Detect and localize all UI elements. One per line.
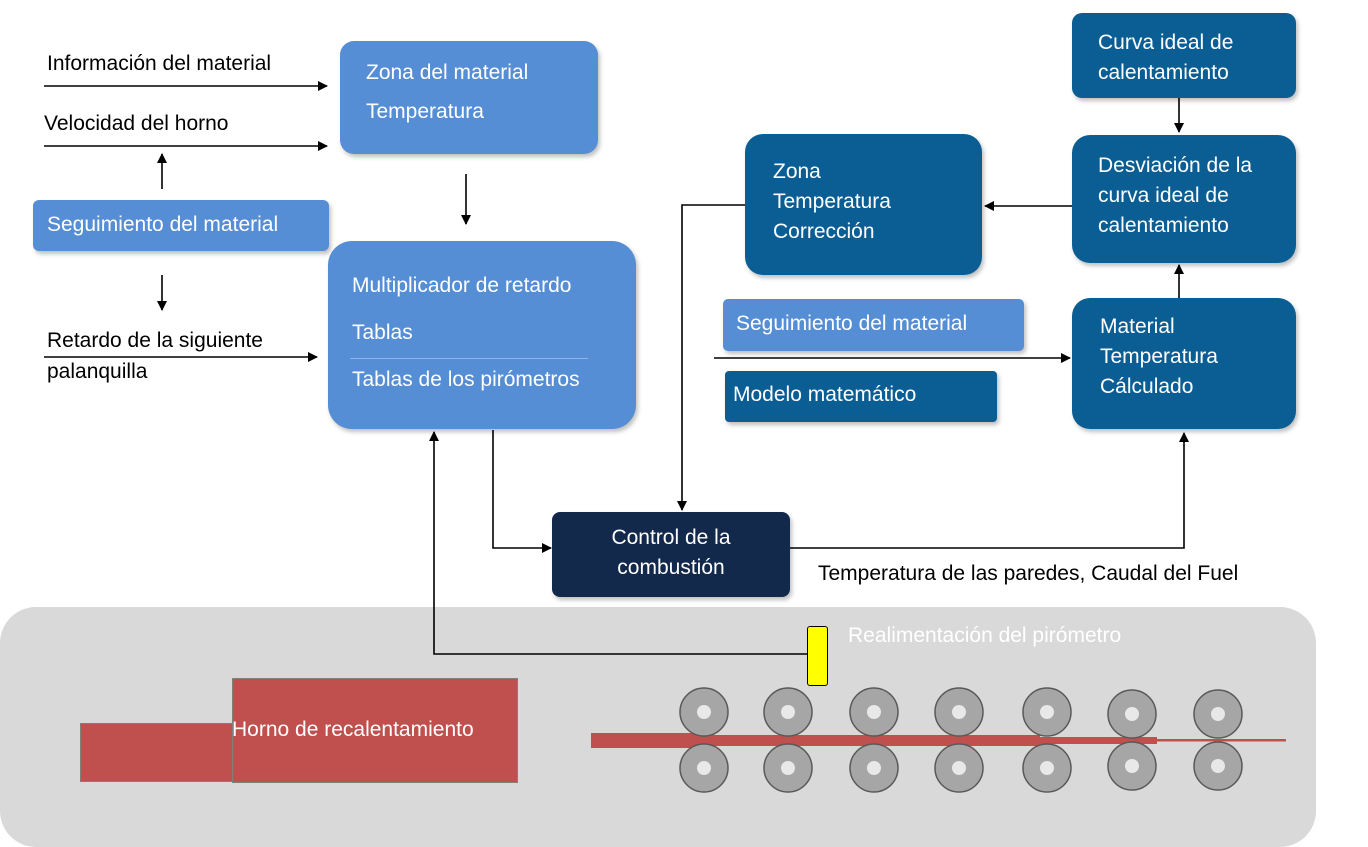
math-model-label: Modelo matemático	[733, 383, 917, 406]
combustion-line1: Control de la	[611, 526, 731, 549]
pyrometer-sensor	[807, 626, 828, 686]
ideal-curve-deviation-box: Desviación de la curva ideal de calentam…	[1072, 135, 1296, 263]
material-tracking-box-right: Seguimiento del material	[723, 299, 1024, 351]
material-temp-line3: Cálculado	[1100, 375, 1194, 398]
roller-hubs	[697, 705, 1225, 775]
furnace-entry-block	[80, 723, 233, 782]
material-zone-line1: Zona del material	[366, 61, 529, 84]
input-next-billet-delay-line2: palanquilla	[47, 360, 148, 383]
deviation-line2: curva ideal de	[1098, 184, 1229, 207]
zone-correction-line3: Corrección	[773, 220, 875, 243]
combustion-line2: combustión	[617, 556, 725, 579]
input-next-billet-delay-line1: Retardo de la siguiente	[47, 329, 263, 352]
furnace-body	[232, 678, 518, 783]
material-tracking-label: Seguimiento del material	[47, 213, 279, 236]
material-tracking-box-left: Seguimiento del material	[33, 200, 329, 251]
ideal-curve-line2: calentamiento	[1098, 61, 1229, 84]
input-furnace-speed: Velocidad del horno	[44, 112, 229, 135]
wall-temp-fuel-label: Temperatura de las paredes, Caudal del F…	[818, 562, 1239, 585]
delay-multiplier-box: Multiplicador de retardo Tablas Tablas d…	[328, 241, 636, 429]
delay-multiplier-line3: Tablas de los pirómetros	[352, 368, 580, 391]
calculated-material-temperature-box: Material Temperatura Cálculado	[1072, 298, 1296, 429]
rollers	[679, 687, 1243, 793]
deviation-line3: calentamiento	[1098, 214, 1229, 237]
zone-temperature-correction-box: Zona Temperatura Corrección	[745, 134, 982, 275]
tables-divider	[350, 358, 588, 359]
deviation-line1: Desviación de la	[1098, 154, 1253, 177]
ideal-curve-line1: Curva ideal de	[1098, 31, 1234, 54]
material-temp-line2: Temperatura	[1100, 345, 1218, 368]
ideal-heating-curve-box: Curva ideal de calentamiento	[1072, 13, 1296, 98]
material-tracking-right-label: Seguimiento del material	[736, 312, 968, 335]
material-temp-line1: Material	[1100, 315, 1175, 338]
zone-correction-line1: Zona	[773, 160, 821, 183]
delay-multiplier-line1: Multiplicador de retardo	[352, 274, 572, 297]
delay-multiplier-line2: Tablas	[352, 321, 413, 344]
combustion-control-box: Control de la combustión	[552, 512, 790, 597]
material-zone-line2: Temperatura	[366, 100, 484, 123]
furnace-label: Horno de recalentamiento	[232, 718, 474, 741]
material-zone-box: Zona del material Temperatura	[340, 41, 598, 154]
zone-correction-line2: Temperatura	[773, 190, 891, 213]
pyrometer-feedback-label: Realimentación del pirómetro	[848, 624, 1122, 647]
input-material-info: Información del material	[47, 52, 272, 75]
math-model-box: Modelo matemático	[725, 371, 997, 422]
